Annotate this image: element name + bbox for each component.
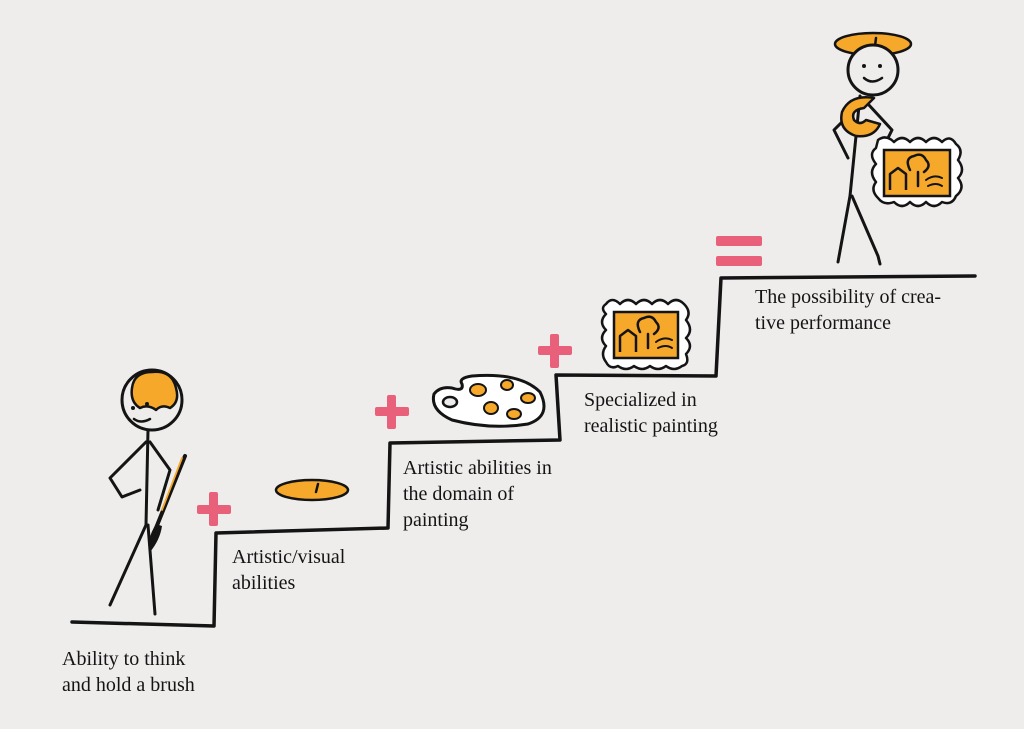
palette-icon	[431, 373, 546, 428]
painting-icon	[600, 298, 692, 371]
step-5-label: The possibility of crea- tive performanc…	[755, 286, 942, 334]
beret-icon	[274, 478, 350, 502]
step-4-label: Specialized in realistic painting	[584, 389, 718, 437]
paintbrush-icon	[148, 454, 187, 552]
stick-figure-beginner	[108, 368, 184, 616]
painting-icon-held	[870, 136, 964, 208]
plus-sign-2	[375, 395, 409, 429]
brain-icon	[130, 370, 179, 412]
trophy-icon	[840, 96, 882, 138]
step-2-label: Artistic/visual abilities	[232, 546, 346, 594]
plus-sign-1	[197, 492, 231, 526]
step-3-label: Artistic abilities in the domain of pain…	[403, 457, 552, 531]
equals-sign	[716, 236, 762, 266]
step-1-label: Ability to think and hold a brush	[62, 648, 195, 696]
staircase-line	[70, 274, 977, 628]
plus-sign-3	[538, 334, 572, 368]
